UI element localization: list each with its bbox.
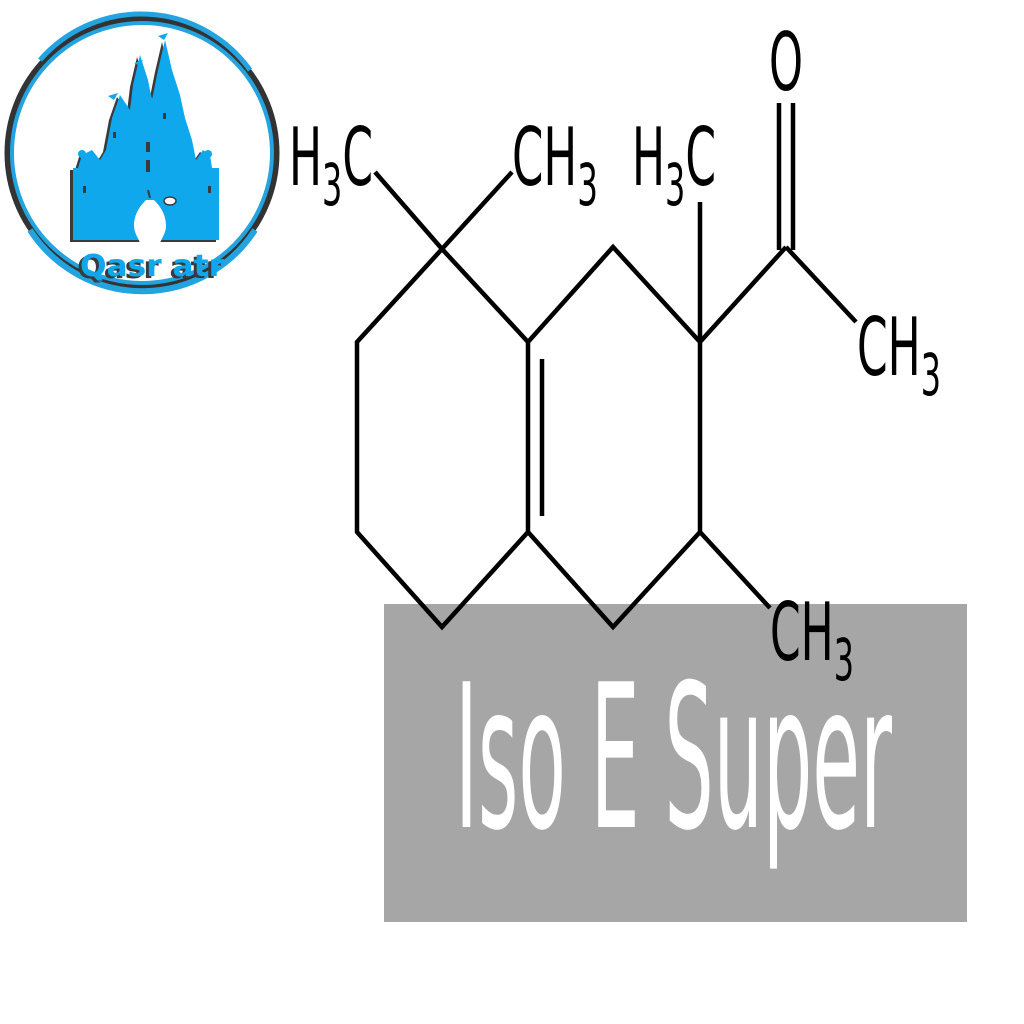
logo-ring-lower-highlight	[27, 228, 258, 295]
logo-ring-highlight	[38, 11, 253, 72]
label-acetyl-methyl: CH3	[857, 301, 941, 409]
ring-methyl-bond	[698, 530, 772, 610]
acetyl-bond	[698, 245, 788, 344]
compound-name-box	[384, 604, 967, 922]
perfume-bottle-icon	[134, 189, 177, 244]
label-carbonyl-oxygen: O	[769, 16, 803, 109]
gem-methyl-left-bond	[373, 170, 444, 251]
logo-ring-inner	[10, 21, 274, 285]
castle-icon	[70, 33, 219, 242]
brand-name-text-shadow: Qasr atr	[77, 251, 221, 286]
brand-logo: Qasr atr Qasr atr	[4, 11, 280, 295]
label-quaternary-methyl: H3C	[632, 111, 716, 219]
gem-methyl-right-bond	[440, 170, 514, 251]
brand-name-text: Qasr atr	[80, 249, 224, 284]
acetyl-methyl-bond	[784, 245, 858, 324]
label-ring-methyl: CH3	[770, 586, 854, 694]
left-ring-bonds	[354, 245, 530, 631]
label-gem-methyl-right: CH3	[512, 111, 598, 219]
right-ring-bonds	[526, 243, 703, 631]
compound-name-title: Iso E Super	[455, 642, 892, 875]
label-gem-methyl-left: H3C	[289, 111, 373, 219]
